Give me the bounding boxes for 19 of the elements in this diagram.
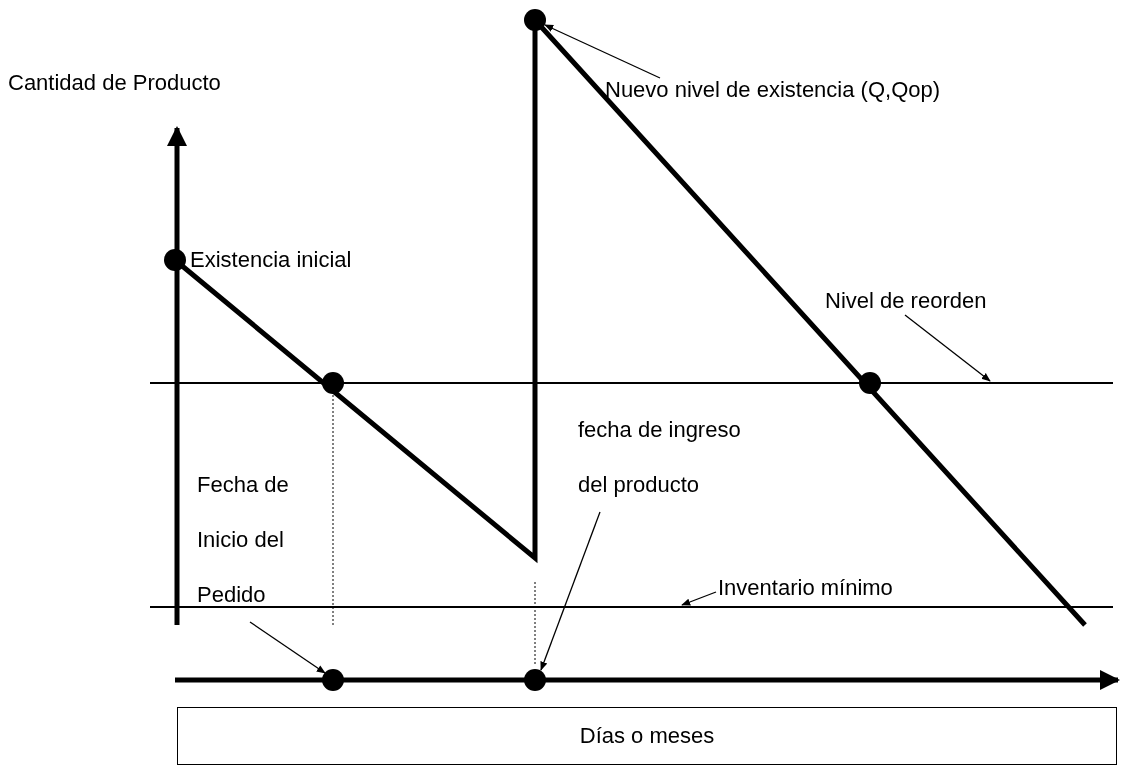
axis-title: Cantidad de Producto [8,70,221,96]
leader-arrow [540,511,601,671]
callout-text: Inventario mínimo [718,575,893,601]
point-marker [524,669,546,691]
axis-title-box [177,707,1117,765]
point-marker [524,9,546,31]
callout-text: Nuevo nivel de existencia (Q,Qop) [605,77,941,103]
callout-text: Fecha de Inicio del Pedido [197,457,309,622]
point-label: Existencia inicial [190,247,352,273]
leader-arrow [904,314,991,382]
reorder-level-line [150,382,1113,384]
callout-text: Nivel de reorden [825,288,987,314]
leader-arrow [249,621,326,674]
point-marker [322,669,344,691]
leader-arrow [681,591,717,606]
minimum-level-line [150,606,1113,608]
callout-text: fecha de ingreso del producto [578,402,763,512]
axis-title: Días o meses [579,723,715,749]
leader-arrow [544,24,661,79]
